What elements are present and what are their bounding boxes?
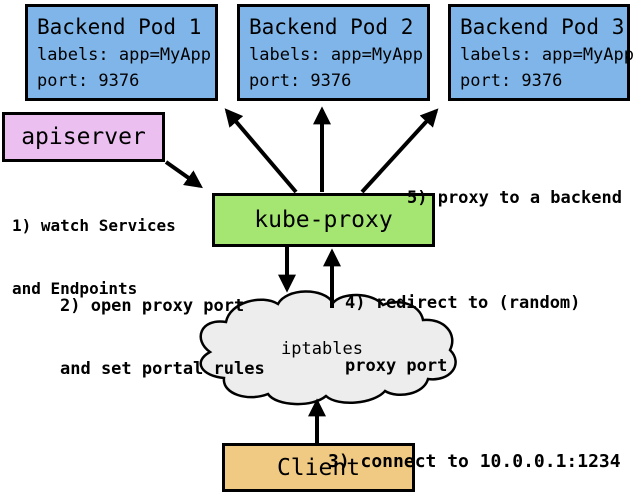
step1-label: 1) watch Services and Endpoints bbox=[12, 216, 176, 298]
step5-label: 5) proxy to a backend bbox=[407, 188, 622, 208]
pod-title: Backend Pod 3 bbox=[460, 15, 625, 39]
step3-label: 3) connect to 10.0.0.1:1234 bbox=[328, 451, 621, 472]
pod-labels: labels: app=MyApp bbox=[249, 45, 423, 65]
apiserver-label: apiserver bbox=[21, 124, 146, 150]
pod-title: Backend Pod 2 bbox=[249, 15, 414, 39]
iptables-label: iptables bbox=[281, 339, 363, 359]
step2-label: 2) open proxy port and set portal rules bbox=[60, 296, 265, 379]
pod-port: port: 9376 bbox=[460, 71, 563, 91]
client-box: Client bbox=[222, 443, 415, 492]
arrow-watch-apiserver-to-kubeproxy bbox=[164, 160, 203, 189]
backend-pod-2-box: Backend Pod 2 labels: app=MyApp port: 93… bbox=[237, 4, 430, 101]
iptables-cloud-shape bbox=[199, 290, 457, 406]
arrow-proxy-to-pod1 bbox=[224, 108, 298, 194]
pod-labels: labels: app=MyApp bbox=[37, 45, 211, 65]
kube-proxy-label: kube-proxy bbox=[254, 207, 393, 233]
pod-title: Backend Pod 1 bbox=[37, 15, 202, 39]
pod-port: port: 9376 bbox=[249, 71, 352, 91]
client-label: Client bbox=[276, 454, 361, 481]
backend-pod-1-box: Backend Pod 1 labels: app=MyApp port: 93… bbox=[25, 4, 218, 101]
kube-proxy-box: kube-proxy bbox=[212, 193, 435, 247]
pod-port: port: 9376 bbox=[37, 71, 140, 91]
arrow-proxy-to-pod3 bbox=[360, 108, 439, 194]
backend-pod-3-box: Backend Pod 3 labels: app=MyApp port: 93… bbox=[448, 4, 634, 101]
apiserver-box: apiserver bbox=[2, 112, 165, 162]
pod-labels: labels: app=MyApp bbox=[460, 45, 634, 65]
step4-label: 4) redirect to (random) proxy port bbox=[345, 293, 581, 376]
